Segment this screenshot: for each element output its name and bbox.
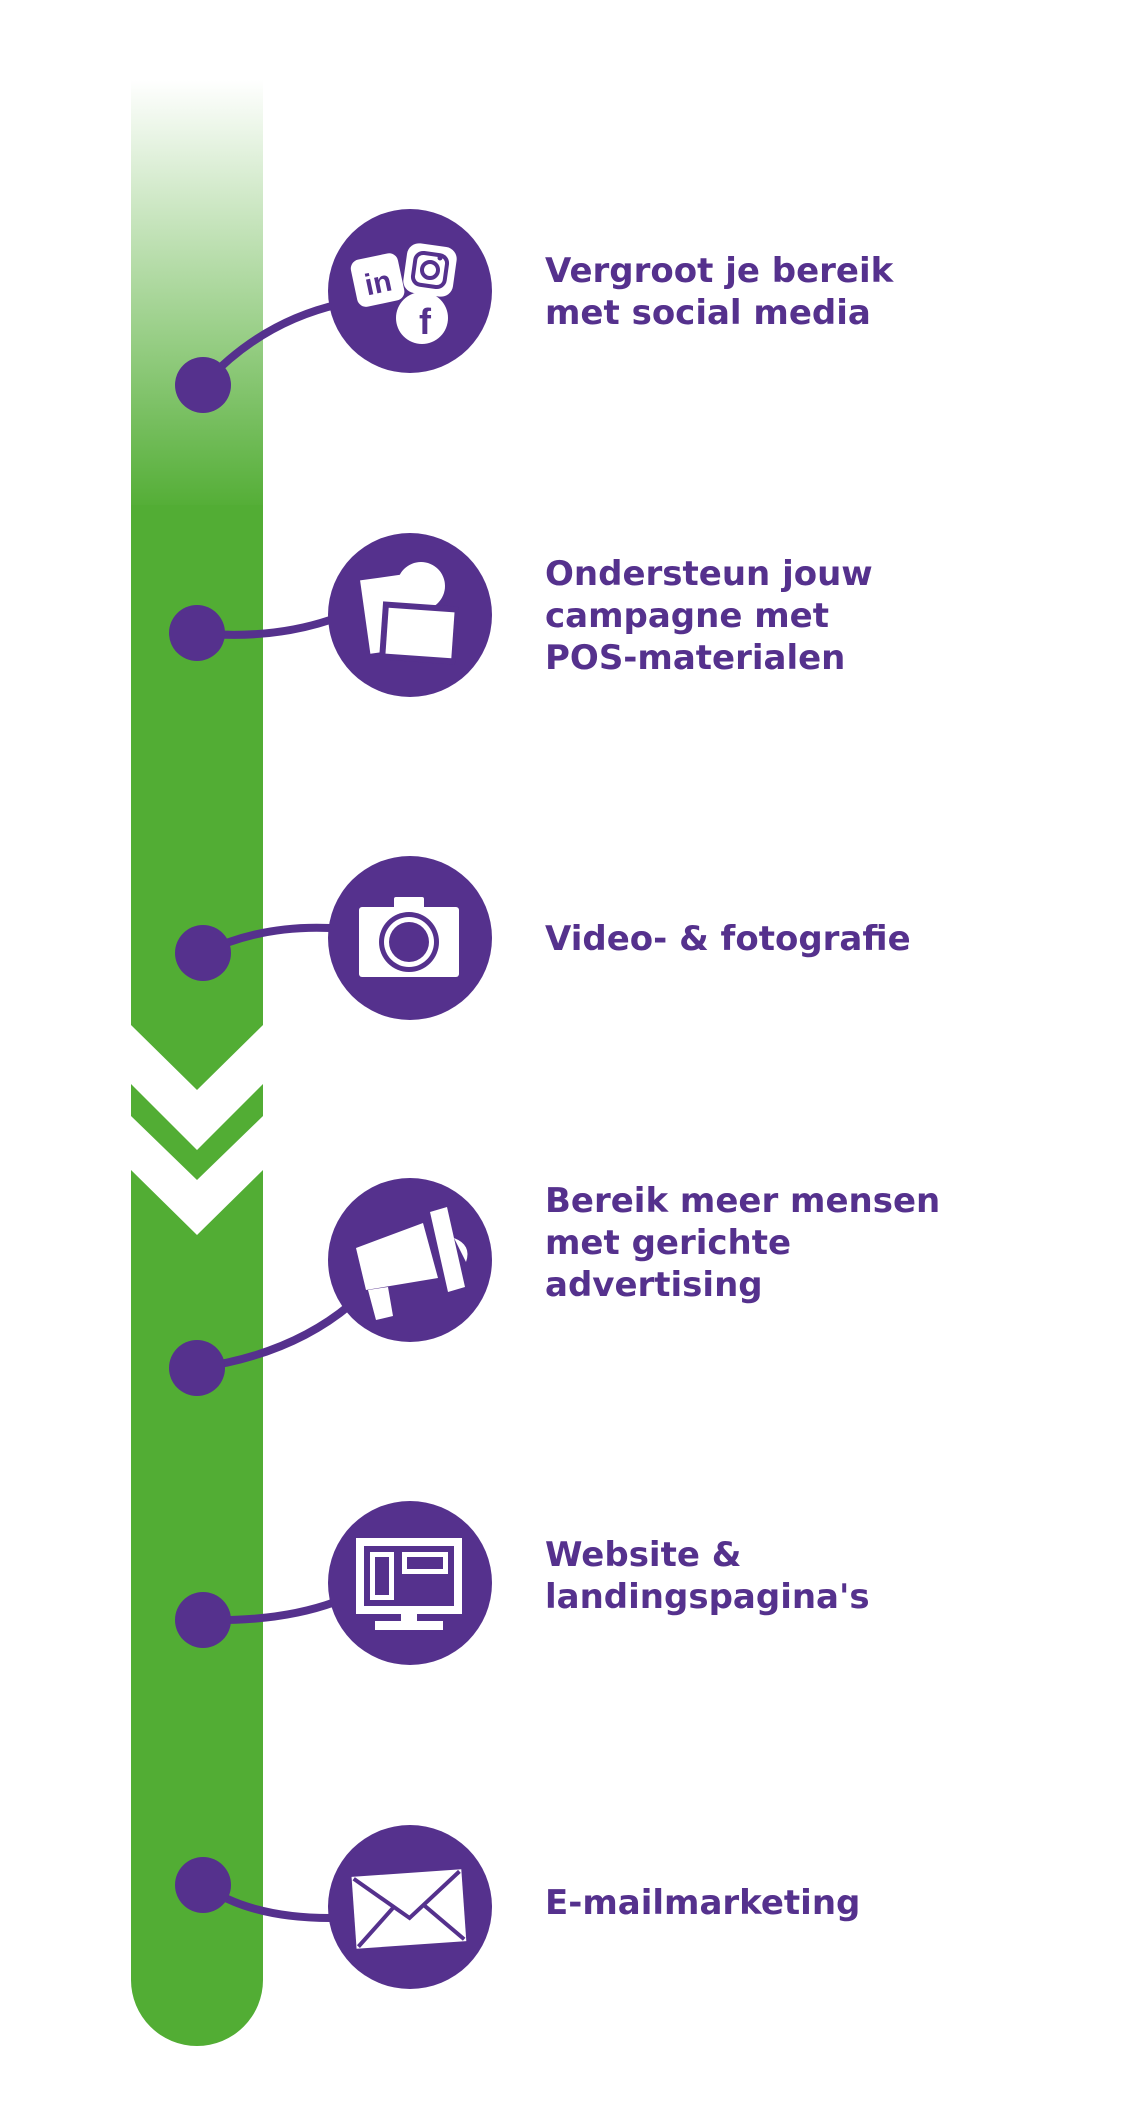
step-3 [175, 856, 492, 1020]
node-dot [169, 605, 225, 661]
step-2-label: Ondersteun jouw campagne met POS-materia… [545, 554, 873, 678]
step-4 [169, 1178, 492, 1396]
node-dot [175, 1857, 231, 1913]
camera-icon [359, 897, 459, 977]
node-dot [175, 1592, 231, 1648]
megaphone-icon [356, 1207, 468, 1320]
envelope-icon [351, 1869, 467, 1949]
step-6 [175, 1825, 492, 1989]
svg-text:f: f [419, 301, 432, 342]
track-upper-segment [131, 505, 263, 1090]
pos-materials-icon [360, 562, 459, 665]
step-4-label: Bereik meer mensen met gerichte advertis… [545, 1181, 941, 1305]
step-2 [169, 533, 492, 697]
step-1: in f [175, 209, 492, 413]
step-5 [175, 1501, 492, 1665]
step-3-label: Video- & fotografie [545, 919, 911, 959]
node-dot [169, 1340, 225, 1396]
step-5-label: Website & landingspagina's [545, 1535, 870, 1617]
node-dot [175, 925, 231, 981]
step-1-label: Vergroot je bereik met social media [545, 251, 894, 333]
track-fade-segment [131, 80, 263, 512]
track-chevron [131, 1084, 263, 1180]
website-monitor-icon [356, 1538, 462, 1630]
step-6-label: E-mailmarketing [545, 1883, 861, 1923]
node-dot [175, 357, 231, 413]
social-media-icon: in f [350, 243, 457, 344]
